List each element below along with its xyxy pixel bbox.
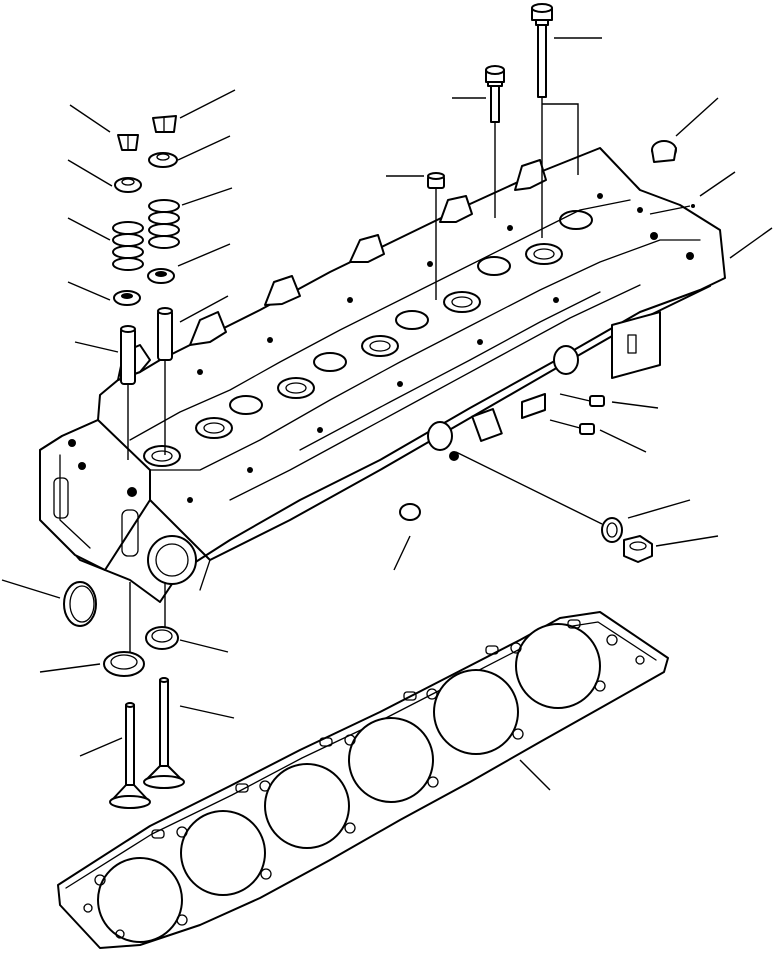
head-gasket <box>58 612 668 948</box>
valve-springs <box>113 200 179 270</box>
valve-seat-inserts <box>104 582 178 676</box>
expansion-plug-right <box>650 204 695 214</box>
lower-spring-seats <box>114 269 174 305</box>
valve-ports <box>144 211 592 466</box>
cup-plug <box>652 141 676 162</box>
cylinder-head <box>40 148 725 602</box>
small-plug <box>428 173 444 300</box>
leader-lines <box>2 38 772 790</box>
head-bolt-short <box>486 66 504 218</box>
drain-plug <box>624 536 652 562</box>
valve-guides <box>121 308 172 460</box>
screws <box>550 394 604 434</box>
expansion-plug-left <box>64 582 96 626</box>
gasket-ring <box>456 452 622 542</box>
head-bolt-long <box>532 4 552 238</box>
valve-keepers <box>118 116 176 150</box>
valves <box>110 678 184 808</box>
front-plug <box>400 504 420 520</box>
upper-spring-seats <box>115 153 177 192</box>
